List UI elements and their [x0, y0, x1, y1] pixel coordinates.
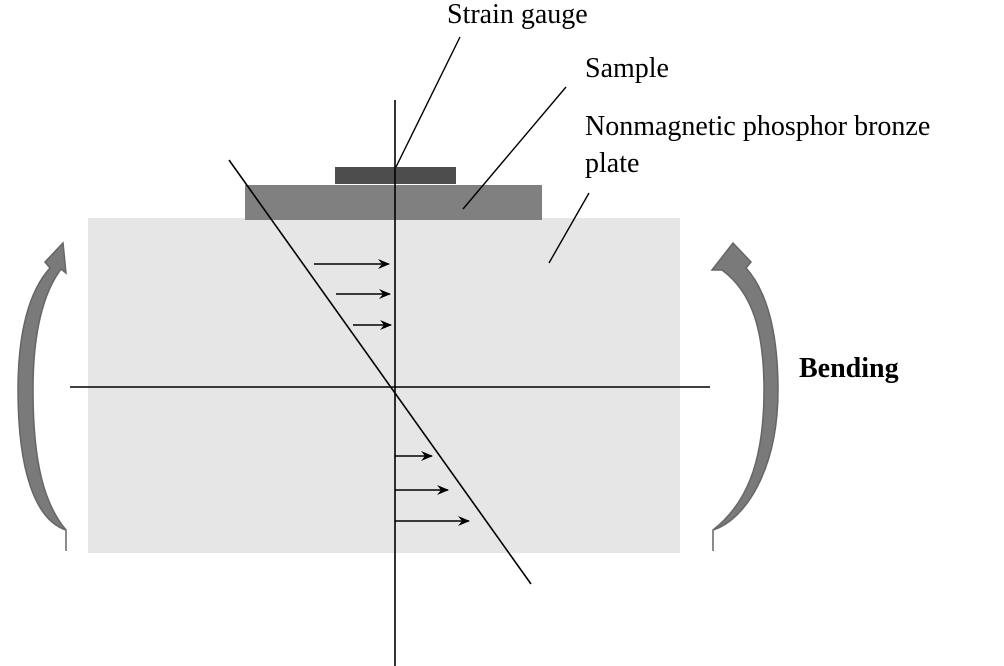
plate-label-line1: Nonmagnetic phosphor bronze [585, 111, 930, 142]
tension-arrows [395, 451, 470, 526]
sample-label: Sample [585, 53, 669, 84]
strain-gauge-leader [395, 36, 461, 168]
bending-label: Bending [799, 353, 899, 384]
right-bending-arrow-icon [710, 241, 779, 551]
left-bending-arrow-icon [17, 241, 67, 551]
stress-distribution-line [228, 159, 532, 585]
plate-leader [548, 192, 590, 264]
plate-label-line2: plate [585, 148, 639, 179]
phosphor-bronze-plate [88, 218, 680, 553]
strain-gauge-label: Strain gauge [447, 0, 588, 30]
compression-arrows [314, 259, 392, 330]
sample-leader [462, 86, 567, 210]
sample-block [245, 185, 542, 220]
